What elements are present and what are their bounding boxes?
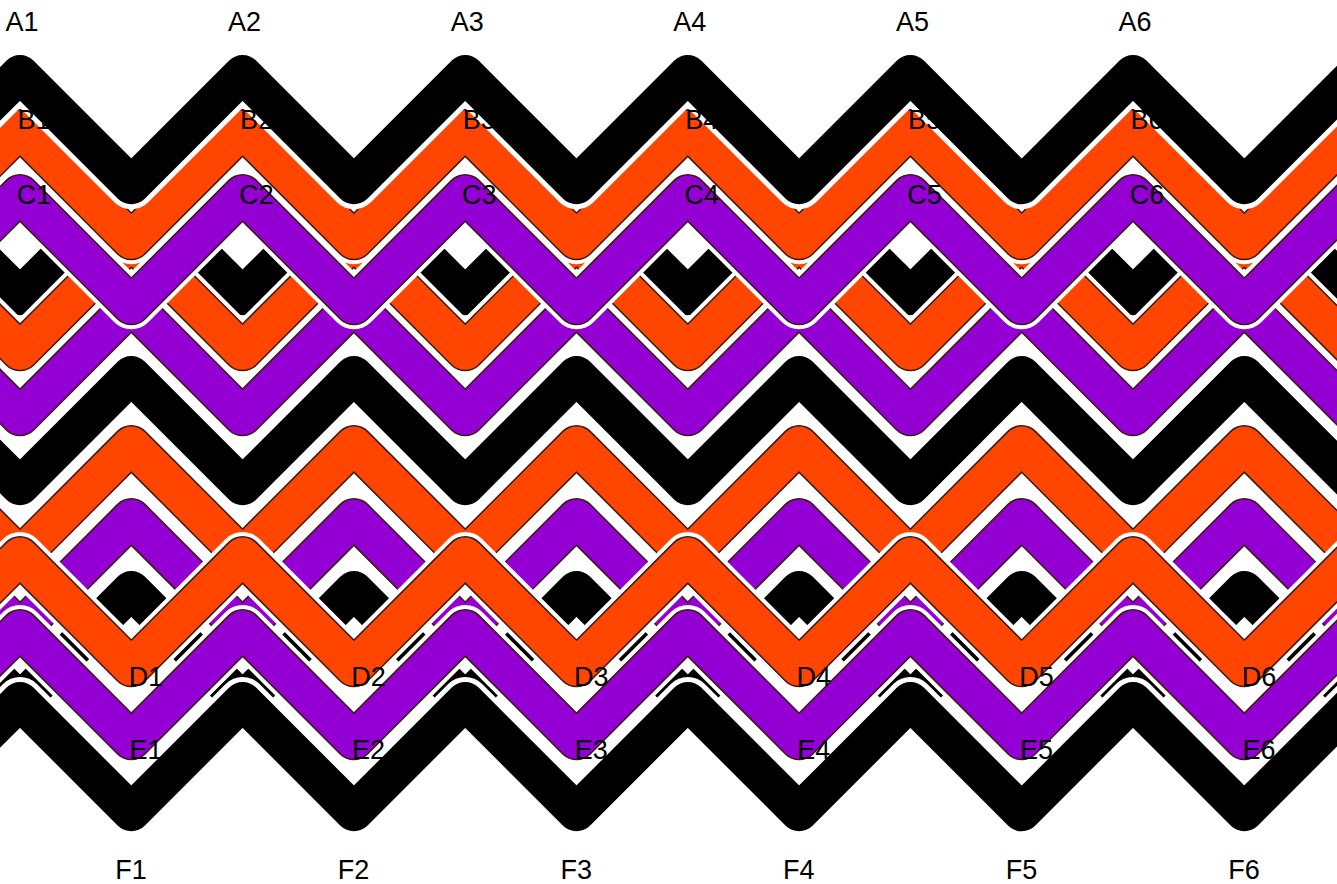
strand-gap: [0, 74, 1337, 185]
strand-edge: [0, 305, 1337, 416]
strand-label: A6: [1118, 9, 1151, 36]
strand-label: A2: [228, 9, 261, 36]
strand-label: C3: [462, 182, 497, 209]
strand-label: F3: [560, 857, 592, 884]
strand-gap: [0, 375, 1337, 486]
strand-label: B2: [240, 107, 273, 134]
strand-label: E1: [129, 737, 162, 764]
strand: [0, 194, 1337, 305]
strand: [0, 74, 1337, 185]
strand-gap: [0, 194, 1337, 305]
strand-label: F1: [115, 857, 147, 884]
strand-label: C4: [685, 182, 720, 209]
strand-label: C1: [17, 182, 52, 209]
strand-label: D5: [1019, 664, 1054, 691]
strand-label: E2: [352, 737, 385, 764]
strand-gap: [0, 701, 1337, 812]
strand: [0, 305, 1337, 416]
strand-label: B1: [17, 107, 50, 134]
strand-label: A5: [896, 9, 929, 36]
strand-label: F4: [783, 857, 815, 884]
strand-label: B3: [463, 107, 496, 134]
strand-label: E4: [797, 737, 830, 764]
strand-label: F6: [1228, 857, 1260, 884]
strand-label: F2: [338, 857, 370, 884]
strand-label: B5: [908, 107, 941, 134]
strand-label: A3: [451, 9, 484, 36]
strand-gap: [0, 305, 1337, 416]
strand-label: E5: [1020, 737, 1053, 764]
strand-label: C5: [907, 182, 942, 209]
strand: [0, 701, 1337, 812]
strand-label: C2: [239, 182, 274, 209]
strand-label: D1: [129, 664, 164, 691]
strand-label: E6: [1242, 737, 1275, 764]
strand-label: D6: [1242, 664, 1277, 691]
strand-label: B6: [1130, 107, 1163, 134]
strand-edge: [0, 194, 1337, 305]
strand-label: A1: [5, 9, 38, 36]
strand-label: D3: [574, 664, 609, 691]
strand-label: A4: [673, 9, 706, 36]
strand: [0, 375, 1337, 486]
strand-label: C6: [1130, 182, 1165, 209]
strand-label: D4: [797, 664, 832, 691]
strand-label: F5: [1006, 857, 1038, 884]
strand-label: B4: [685, 107, 718, 134]
strand-label: D2: [351, 664, 386, 691]
strand-label: E3: [575, 737, 608, 764]
